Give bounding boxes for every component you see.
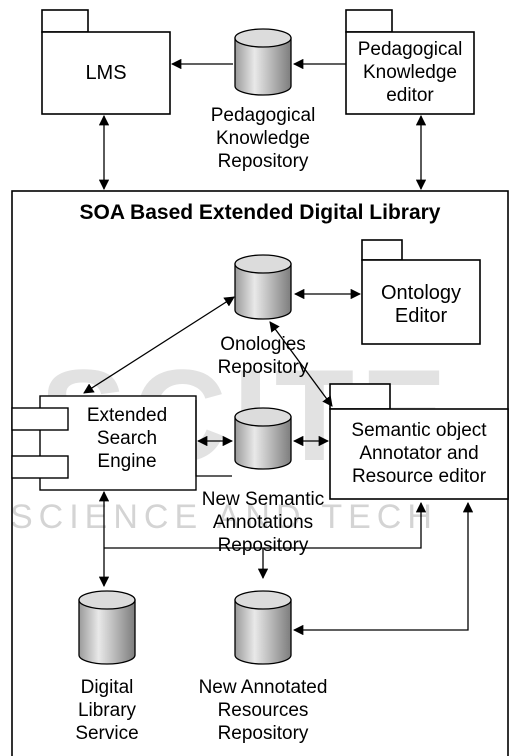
edge-ontrepo-search	[83, 296, 235, 394]
search-engine-component	[11, 395, 197, 491]
edge-search-side	[195, 400, 232, 477]
pedagogical-editor-label: Pedagogical Knowledge editor	[357, 39, 463, 106]
edge-annotator-annotated	[292, 501, 474, 636]
container-title: SOA Based Extended Digital Library	[79, 201, 441, 224]
semantic-annotations-repository-label: New Semantic Annotations Repository	[201, 489, 325, 556]
digital-library-cylinder	[78, 590, 136, 665]
annotated-resources-repository-label: New Annotated Resources Repository	[198, 677, 328, 744]
ontologies-repository-label: Onologies Repository	[217, 334, 309, 378]
ontology-editor-label: Ontology Editor	[380, 282, 462, 327]
pedagogical-repository-label: Pedagogical Knowledge Repository	[210, 105, 316, 172]
edge-ontrepo-annotator	[269, 321, 333, 407]
pedagogical-editor-package	[345, 9, 475, 115]
pedagogical-repository-cylinder	[234, 28, 292, 96]
annotated-resources-cylinder	[234, 590, 292, 665]
search-engine-label: Extended Search Engine	[86, 405, 168, 472]
lms-package	[41, 9, 171, 115]
digital-library-service-label: Digital Library Service	[75, 677, 139, 744]
semantic-annotator-label: Semantic object Annotator and Resource e…	[351, 420, 487, 487]
ontology-editor-package	[361, 239, 481, 345]
semantic-annotations-repository-cylinder	[234, 407, 292, 470]
ontologies-repository-cylinder	[234, 254, 292, 320]
semantic-annotator-package	[329, 383, 509, 500]
lms-label: LMS	[85, 62, 127, 84]
